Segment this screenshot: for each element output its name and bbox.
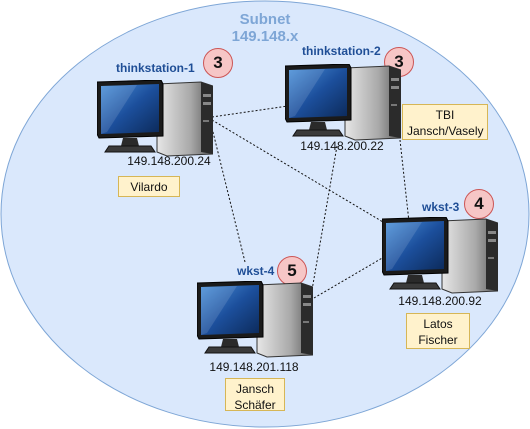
- link-thinkstation-2-wkst-3: [399, 139, 410, 223]
- note-line: Jansch/Vasely: [407, 124, 484, 138]
- note-line: Vilardo: [130, 180, 168, 194]
- desktop-computer-icon[interactable]: [382, 217, 498, 295]
- badge-count: 3: [203, 48, 233, 78]
- link-thinkstation-2-wkst-4: [311, 145, 338, 291]
- note-box: TBI Jansch/Vasely: [402, 104, 488, 140]
- desktop-computer-icon[interactable]: [197, 281, 313, 359]
- note-line: TBI: [435, 108, 455, 122]
- note-line: Schäfer: [234, 398, 276, 412]
- hostname-label: thinkstation-1: [116, 61, 195, 75]
- note-line: Latos: [423, 317, 453, 331]
- note-box: Vilardo: [118, 176, 180, 197]
- hostname-label: wkst-4: [237, 264, 275, 278]
- ip-address: 149.148.200.92: [398, 294, 482, 308]
- link-thinkstation-1-thinkstation-2: [211, 105, 289, 118]
- hostname-label: thinkstation-2: [302, 44, 381, 58]
- note-line: Jansch: [235, 382, 275, 396]
- hostname-label: wkst-3: [422, 200, 460, 214]
- subnet-label: Subnet: [239, 11, 291, 28]
- badge-count: 4: [464, 189, 494, 219]
- subnet-title: Subnet 149.148.x: [190, 11, 340, 45]
- ip-address: 149.148.201.118: [209, 360, 299, 374]
- note-box: Jansch Schäfer: [225, 378, 285, 412]
- link-thinkstation-1-wkst-4: [211, 127, 246, 263]
- note-line: Fischer: [418, 333, 458, 347]
- note-box: Latos Fischer: [406, 313, 470, 349]
- link-wkst-4-wkst-3: [313, 256, 385, 299]
- ip-address: 149.148.200.22: [300, 139, 384, 153]
- desktop-computer-icon[interactable]: [97, 80, 213, 158]
- link-thinkstation-1-wkst-3: [211, 119, 384, 223]
- desktop-computer-icon[interactable]: [285, 64, 401, 142]
- subnet-address: 149.148.x: [231, 28, 299, 45]
- ip-address: 149.148.200.24: [127, 154, 211, 168]
